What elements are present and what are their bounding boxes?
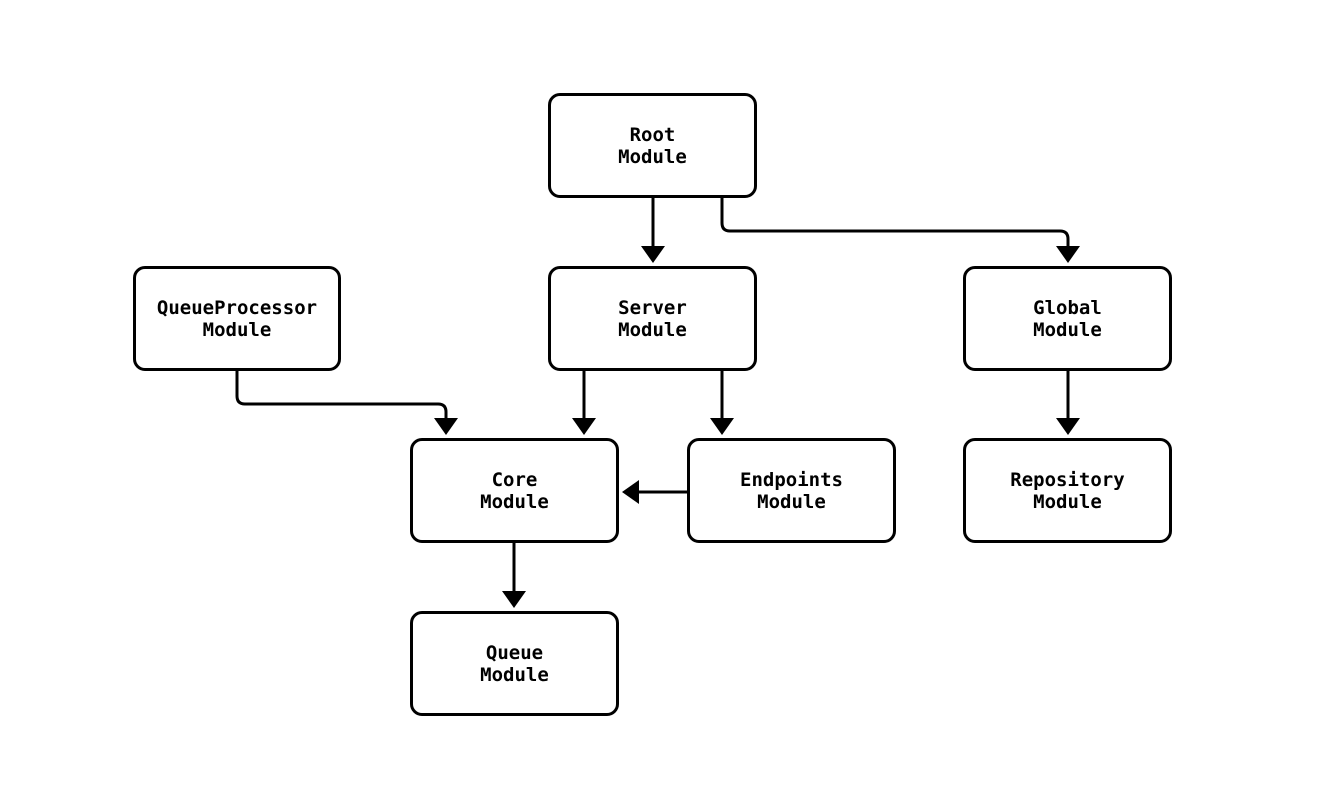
node-queue-module: Queue Module: [410, 611, 619, 716]
node-queueprocessor-module: QueueProcessor Module: [133, 266, 341, 371]
edge-queueprocessor-to-core: [235, 371, 458, 435]
node-global-module: Global Module: [963, 266, 1172, 371]
node-core-module: Core Module: [410, 438, 619, 543]
node-root-module: Root Module: [548, 93, 757, 198]
node-repository-module: Repository Module: [963, 438, 1172, 543]
node-endpoints-module: Endpoints Module: [687, 438, 896, 543]
node-server-module: Server Module: [548, 266, 757, 371]
edge-root-to-global: [720, 198, 1080, 263]
